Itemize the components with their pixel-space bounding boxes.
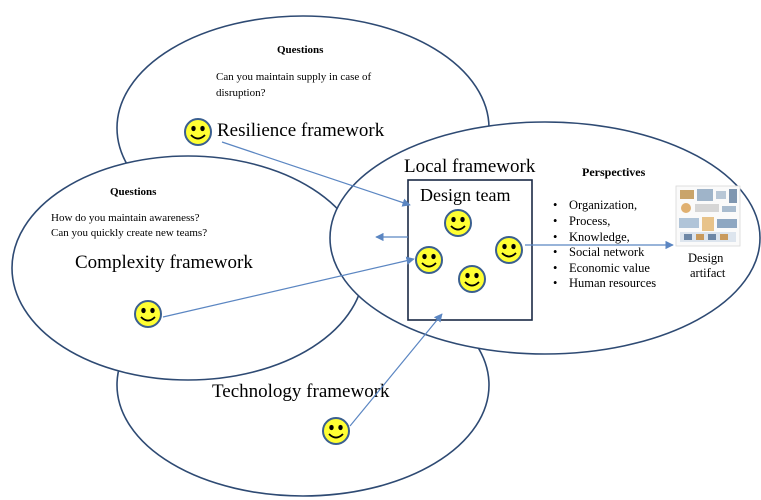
perspective-item: Human resources (569, 276, 656, 290)
smiley-face-icon (184, 118, 212, 146)
design-artifact-label-line1: Design (688, 251, 724, 265)
perspective-item: Economic value (569, 261, 650, 275)
complexity-framework-label: Complexity framework (75, 252, 253, 273)
perspective-item: Knowledge, (569, 230, 630, 244)
smiley-face-icon (415, 246, 443, 274)
arrow-resilience-to-team (221, 141, 411, 207)
perspective-bullet: • (553, 245, 557, 259)
complexity-questions-title: Questions (110, 186, 157, 198)
arrow-complexity-to-team (162, 256, 415, 318)
smiley-face-icon (134, 300, 162, 328)
design-team-box (407, 179, 533, 321)
perspectives-list: • Organization, • Process, • Knowledge, … (553, 198, 656, 290)
perspective-item: Process, (569, 214, 610, 228)
smiley-face-icon (458, 265, 486, 293)
perspective-item: Social network (569, 245, 645, 259)
perspective-item: Organization, (569, 198, 637, 212)
local-framework-label: Local framework (404, 156, 536, 177)
resilience-question-line2: disruption? (216, 87, 266, 99)
complexity-question-line2: Can you quickly create new teams? (51, 227, 207, 239)
perspective-bullet: • (553, 276, 557, 290)
smiley-face-icon (444, 209, 472, 237)
perspective-bullet: • (553, 198, 557, 212)
perspective-bullet: • (553, 230, 557, 244)
arrows (162, 141, 674, 427)
design-artifact-icon (675, 185, 741, 247)
resilience-framework-label: Resilience framework (217, 120, 385, 141)
arrow-technology-to-team (349, 313, 443, 427)
design-team-label: Design team (420, 185, 510, 205)
smiley-face-icon (322, 417, 350, 445)
perspectives-title: Perspectives (582, 165, 646, 179)
design-artifact-label-line2: artifact (690, 266, 726, 280)
complexity-question-line1: How do you maintain awareness? (51, 212, 200, 224)
resilience-questions-title: Questions (277, 44, 324, 56)
perspective-bullet: • (553, 214, 557, 228)
technology-framework-label: Technology framework (212, 381, 390, 402)
resilience-question-line1: Can you maintain supply in case of (216, 71, 372, 83)
smiley-face-icon (495, 236, 523, 264)
perspective-bullet: • (553, 261, 557, 275)
